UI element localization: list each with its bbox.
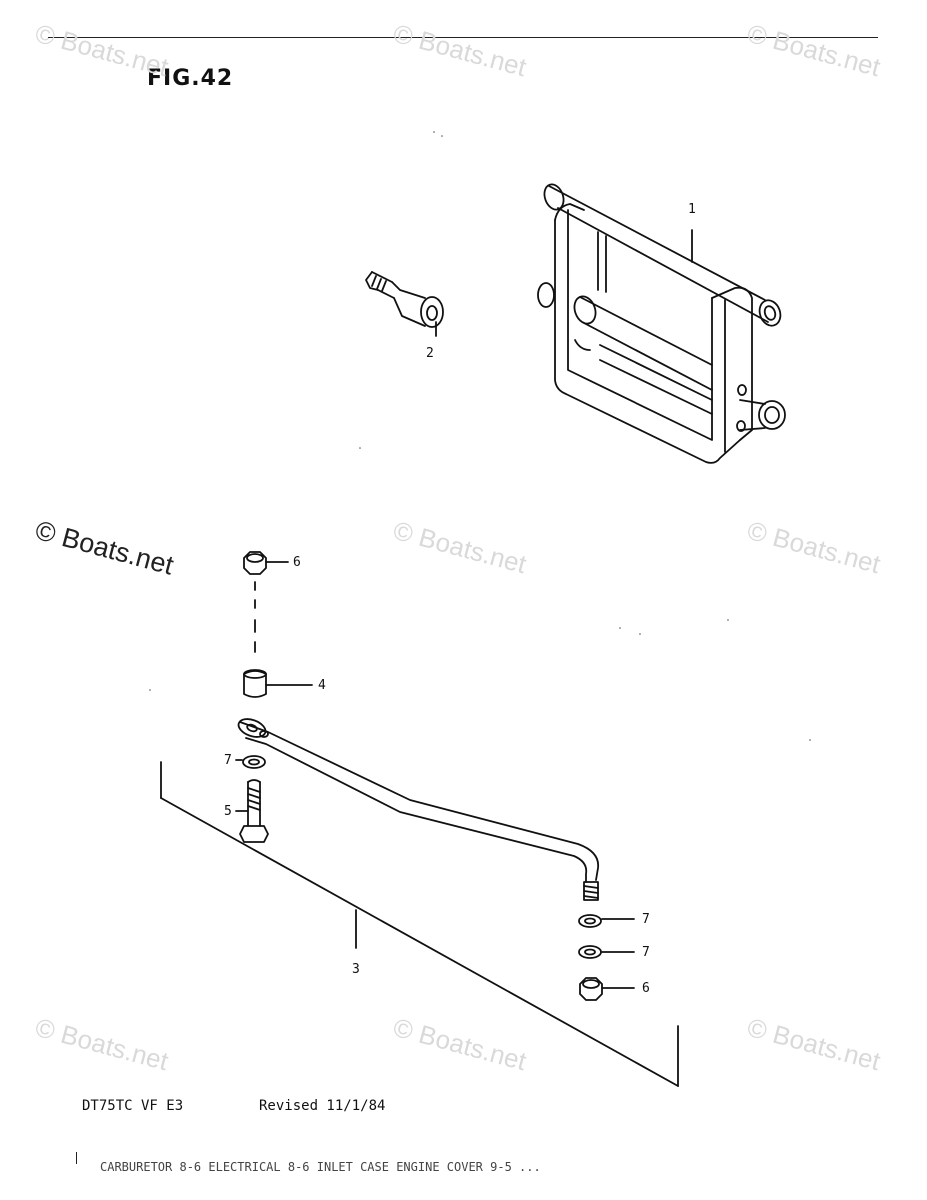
part-7-washer-right-b (578, 945, 635, 959)
model-code: DT75TC VF E3 (82, 1098, 184, 1114)
part-6-nut-bottom (579, 977, 635, 1001)
callout-7: 7 (642, 945, 650, 960)
part-6-nut-top (243, 551, 289, 653)
callout-3: 3 (352, 962, 360, 977)
bottom-rule-tick (76, 1152, 77, 1164)
callout-6: 6 (642, 981, 650, 996)
part-5-bolt (235, 779, 269, 843)
callout-2: 2 (426, 346, 434, 361)
section-index-strip: CARBURETOR 8-6 ELECTRICAL 8-6 INLET CASE… (100, 1160, 541, 1174)
part-7-washer-left (235, 755, 266, 769)
figure-title: FIG.42 (147, 66, 234, 91)
callout-4: 4 (318, 678, 326, 693)
callout-1: 1 (688, 202, 696, 217)
part-7-washer-right-a (578, 914, 635, 928)
callout-5: 5 (224, 804, 232, 819)
part-3-group-bracket (160, 761, 679, 1087)
part-1-bracket (537, 183, 786, 464)
callout-7: 7 (224, 753, 232, 768)
part-2-pin (365, 271, 444, 337)
part-3-rod (237, 718, 600, 901)
callout-7: 7 (642, 912, 650, 927)
revision-date: Revised 11/1/84 (259, 1098, 386, 1114)
print-specks (149, 131, 811, 741)
callout-6: 6 (293, 555, 301, 570)
part-4-collar-nut (243, 669, 313, 698)
top-rule (48, 37, 878, 38)
